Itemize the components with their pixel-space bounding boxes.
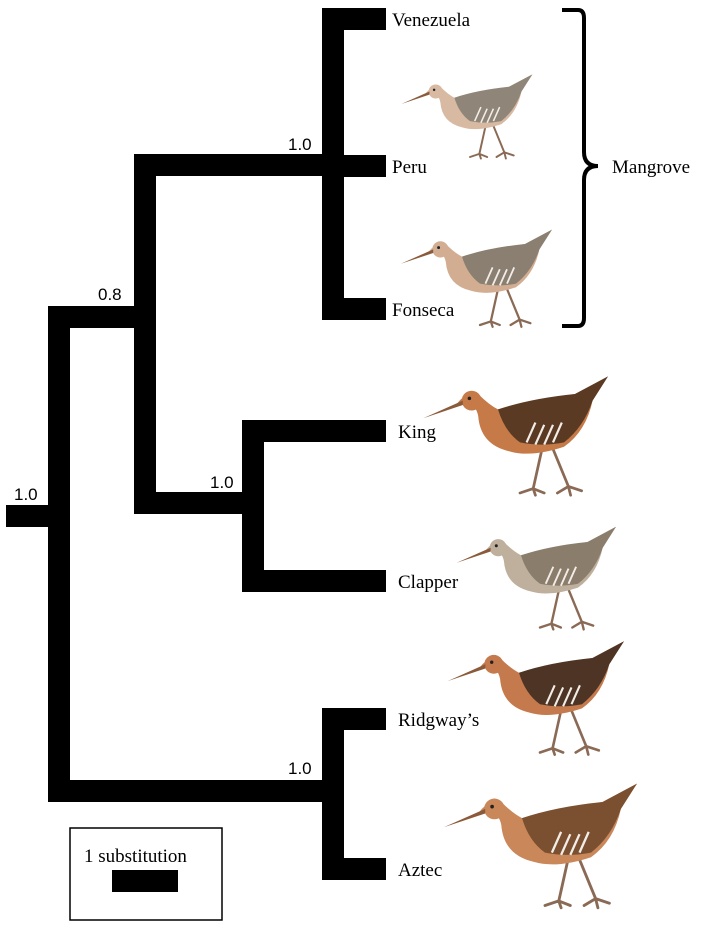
branch-tip-venezuela (322, 8, 386, 30)
taxon-label-aztec: Aztec (398, 860, 442, 881)
bird-peru-image (401, 74, 532, 158)
bird-clapper-image (456, 527, 616, 630)
branch-to-node-a (48, 306, 134, 328)
branch-tip-peru (322, 155, 386, 177)
support-ridgways-aztec: 1.0 (288, 759, 312, 778)
branch-tip-fonseca (322, 298, 386, 320)
support-node-a: 0.8 (98, 285, 122, 304)
taxon-labels: Venezuela Peru Fonseca King Clapper Ridg… (392, 10, 479, 881)
bracket-label: Mangrove (612, 157, 690, 178)
scale-bar-legend: 1 substitution (70, 828, 222, 920)
support-king-clapper: 1.0 (210, 473, 234, 492)
bird-aztec-image (444, 784, 637, 908)
tree-branches (6, 8, 386, 880)
bird-ridgways-image (448, 641, 624, 754)
scale-bar-label: 1 substitution (84, 846, 187, 867)
bracket-shape (562, 10, 598, 326)
branch-tip-clapper (242, 570, 386, 592)
mangrove-bracket: Mangrove (562, 10, 690, 326)
branch-tip-king (242, 420, 386, 442)
support-root: 1.0 (14, 485, 38, 504)
branch-ridgways-aztec-vertical (322, 708, 344, 880)
taxon-label-venezuela: Venezuela (392, 10, 471, 31)
branch-king-clapper-vertical (242, 420, 264, 592)
branch-tip-ridgways (322, 708, 386, 730)
branch-node-a-vertical (134, 154, 156, 514)
taxon-label-king: King (398, 422, 437, 443)
support-mangrove: 1.0 (288, 135, 312, 154)
taxon-label-ridgways: Ridgway’s (398, 710, 479, 731)
branch-root-vertical (48, 306, 70, 802)
branch-to-mangrove (134, 154, 322, 176)
bird-illustrations (401, 74, 637, 907)
branch-to-king-clapper (134, 492, 242, 514)
taxon-label-peru: Peru (392, 157, 427, 178)
branch-root-stem (6, 505, 50, 527)
bird-king-image (423, 376, 608, 495)
branch-tip-aztec (322, 858, 386, 880)
branch-to-ridgways-aztec (48, 780, 322, 802)
scale-bar (112, 870, 178, 892)
taxon-label-clapper: Clapper (398, 572, 459, 593)
taxon-label-fonseca: Fonseca (392, 300, 455, 321)
